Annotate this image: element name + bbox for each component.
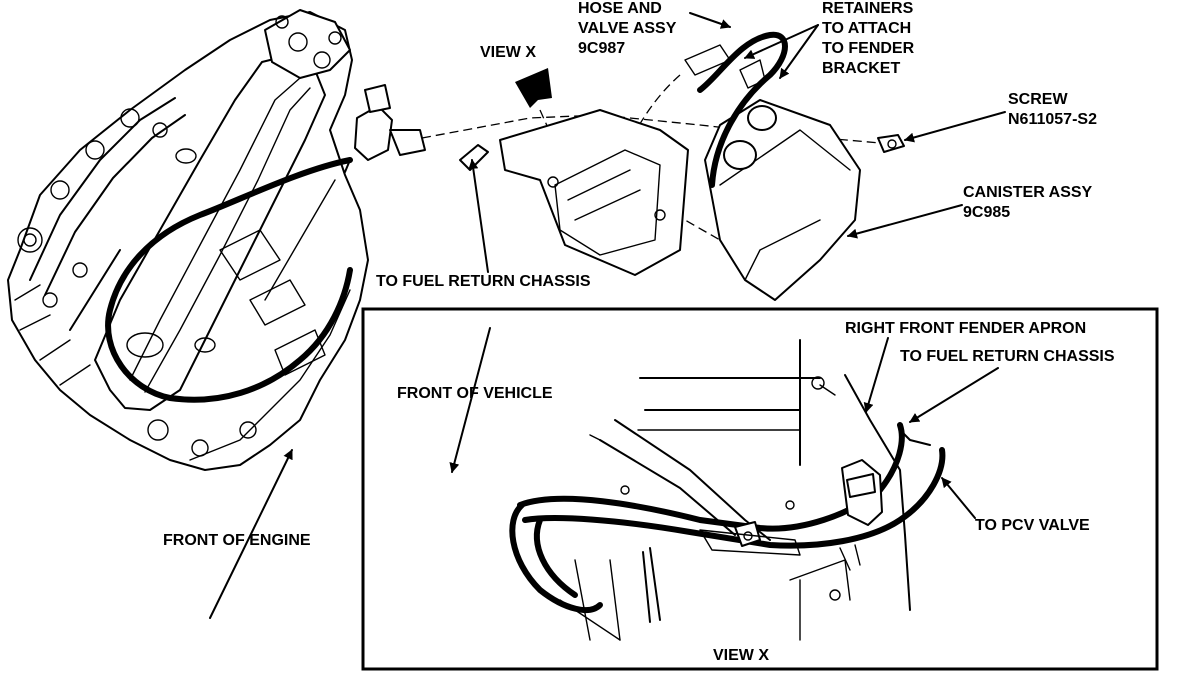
view-x-inset-frame [361, 307, 1159, 671]
pcv-valve-component [344, 84, 426, 173]
retainers-label-line-2: TO ATTACH [822, 20, 911, 37]
view-x-top-label: VIEW X [480, 44, 536, 61]
retainers-label-line-3: TO FENDER [822, 40, 915, 57]
view-x-arrow-icon [515, 68, 552, 108]
leader-lines [209, 12, 1006, 619]
elbow-fitting [459, 144, 489, 171]
hose-valve-label-line-1: HOSE AND [578, 0, 662, 17]
screw-label-line-1: SCREW [1008, 91, 1068, 108]
canister-label-line-1: CANISTER ASSY [963, 184, 1093, 201]
screw-label-line-2: N611057-S2 [1008, 111, 1097, 128]
engine-illustration [7, 9, 369, 471]
fender-apron-label: RIGHT FRONT FENDER APRON [845, 320, 1086, 337]
screw-part [877, 134, 905, 153]
hose-valve-label-line-2: VALVE ASSY [578, 20, 677, 37]
labels: HOSE AND VALVE ASSY 9C987 RETAINERS TO A… [163, 0, 1115, 664]
retainers-label-line-1: RETAINERS [822, 0, 914, 17]
fender-bracket [499, 109, 689, 276]
front-of-vehicle-label: FRONT OF VEHICLE [397, 385, 553, 402]
front-of-engine-label: FRONT OF ENGINE [163, 532, 311, 549]
to-pcv-valve-label: TO PCV VALVE [975, 517, 1090, 534]
hose-valve-label-line-3: 9C987 [578, 40, 625, 57]
inset-illustration [509, 339, 946, 641]
canister-label-line-2: 9C985 [963, 204, 1010, 221]
fuel-return-top-label: TO FUEL RETURN CHASSIS [376, 273, 591, 290]
retainers-label-line-4: BRACKET [822, 60, 900, 77]
canister-assembly [684, 31, 861, 301]
fuel-return-inset-label: TO FUEL RETURN CHASSIS [900, 348, 1115, 365]
view-x-bottom-label: VIEW X [713, 647, 769, 664]
